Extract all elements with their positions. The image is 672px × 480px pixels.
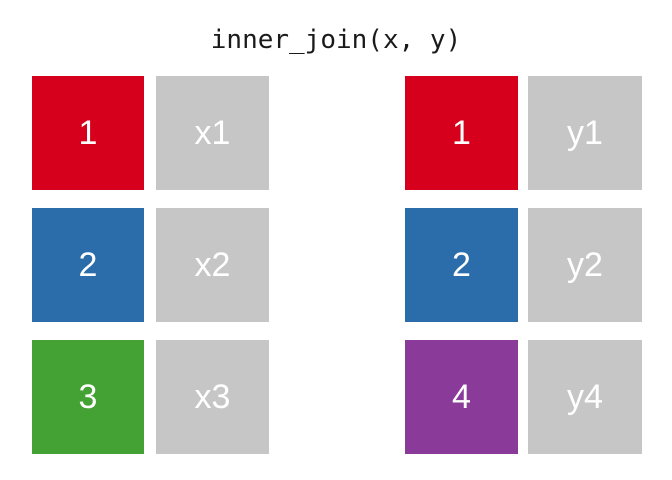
table-y: 1 y1 2 y2 4 y4 (405, 76, 642, 454)
table-row: 4 y4 (405, 340, 642, 454)
key-cell: 1 (32, 76, 144, 190)
key-cell: 2 (32, 208, 144, 322)
table-row: 2 y2 (405, 208, 642, 322)
value-cell: x2 (156, 208, 269, 322)
value-cell: x3 (156, 340, 269, 454)
key-cell: 3 (32, 340, 144, 454)
key-cell: 1 (405, 76, 518, 190)
table-row: 2 x2 (32, 208, 269, 322)
value-cell: x1 (156, 76, 269, 190)
table-x: 1 x1 2 x2 3 x3 (32, 76, 269, 454)
page-title: inner_join(x, y) (210, 25, 462, 55)
table-row: 1 y1 (405, 76, 642, 190)
key-cell: 4 (405, 340, 518, 454)
value-cell: y4 (528, 340, 642, 454)
table-row: 3 x3 (32, 340, 269, 454)
value-cell: y1 (528, 76, 642, 190)
table-row: 1 x1 (32, 76, 269, 190)
key-cell: 2 (405, 208, 518, 322)
value-cell: y2 (528, 208, 642, 322)
